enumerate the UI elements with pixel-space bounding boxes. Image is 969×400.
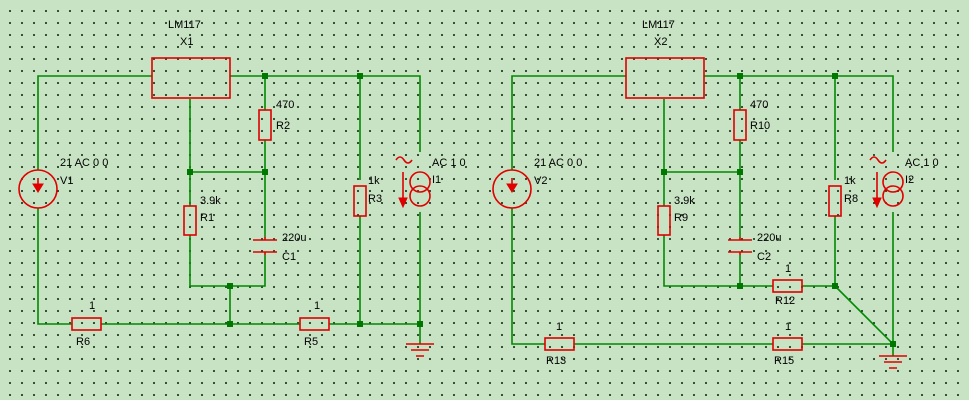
regulator-ref-label: X2 [654,36,667,48]
resistor-value-label: 1 [314,300,320,312]
resistor-ref-label: R8 [844,193,858,205]
junction-node [357,321,363,327]
resistor-value-label: 470 [276,99,294,111]
capacitor-c1[interactable]: 220u C1 [253,232,306,263]
voltage-source-v2[interactable]: 21 AC 0 0 V2 [492,157,582,209]
circuit-2-wires [511,75,894,356]
source-value-label: AC 1 0 [432,157,466,169]
capacitor-value-label: 220u [282,232,306,244]
source-ref-label: V2 [534,175,547,187]
current-source-i1[interactable]: AC 1 0 I1 [395,156,466,209]
resistor-r10[interactable]: 470 R10 [733,99,770,141]
resistor-value-label: 1 [89,300,95,312]
resistor-ref-label: R13 [546,355,566,367]
resistor-r2[interactable]: 470 R2 [258,99,294,141]
capacitor-ref-label: C1 [282,251,296,263]
source-value-label: AC 1 0 [905,157,939,169]
resistor-value-label: 3.9k [200,195,221,207]
regulator-x1[interactable]: LM117 X1 [151,19,231,99]
resistor-ref-label: R2 [276,120,290,132]
resistor-ref-label: R3 [368,193,382,205]
resistor-value-label: 3.9k [674,195,695,207]
capacitor-value-label: 220u [757,232,781,244]
resistor-r12[interactable]: 1 R12 [772,263,803,307]
resistor-value-label: 470 [750,99,768,111]
resistor-ref-label: R6 [76,336,90,348]
resistor-ref-label: R10 [750,120,770,132]
junction-node [417,321,423,327]
regulator-ref-label: X1 [180,36,193,48]
resistor-ref-label: R12 [775,295,795,307]
junction-node [890,341,896,347]
junction-node [262,169,268,175]
resistor-r5[interactable]: 1 R5 [299,300,330,348]
junction-node [187,169,193,175]
source-ref-label: I2 [905,174,914,186]
ground-icon [406,343,434,357]
current-source-i2[interactable]: AC 1 0 I2 [869,156,939,209]
resistor-r1[interactable]: 3.9k R1 [183,195,221,236]
resistor-r15[interactable]: 1 R15 [772,321,803,367]
resistor-value-label: 1k [368,175,380,187]
source-ref-label: I1 [432,174,441,186]
junction-node [661,169,667,175]
junction-node [227,321,233,327]
circuit-2: LM117 X2 21 AC 0 0 V2 470 R10 3.9k R9 22… [492,19,939,369]
capacitor-ref-label: C2 [757,251,771,263]
regulator-model-label: LM117 [642,19,675,31]
junction-node [262,73,268,79]
source-ref-label: V1 [60,175,73,187]
resistor-ref-label: R5 [304,336,318,348]
resistor-r3[interactable]: 1k R3 [353,175,382,217]
source-value-label: 21 AC 0 0 [60,157,108,169]
resistor-r9[interactable]: 3.9k R9 [657,195,695,236]
resistor-ref-label: R15 [774,355,794,367]
junction-node [737,283,743,289]
resistor-ref-label: R9 [674,212,688,224]
capacitor-c2[interactable]: 220u C2 [728,232,781,263]
junction-node [357,73,363,79]
voltage-source-v1[interactable]: 21 AC 0 0 V1 [18,157,108,209]
circuit-1-wires [37,75,421,344]
resistor-value-label: 1k [844,175,856,187]
ground-icon [879,355,907,369]
junction-node [737,169,743,175]
regulator-model-label: LM117 [168,19,201,31]
circuit-1: LM117 X1 21 AC 0 0 V1 470 R2 3.9k R1 220… [18,19,466,357]
circuit-1-nodes [187,73,423,327]
resistor-value-label: 1 [785,321,791,333]
junction-node [737,73,743,79]
circuit-2-nodes [661,73,896,347]
source-value-label: 21 AC 0 0 [534,157,582,169]
resistor-r6[interactable]: 1 R6 [71,300,102,348]
resistor-r8[interactable]: 1k R8 [828,175,858,217]
resistor-r13[interactable]: 1 R13 [544,321,575,367]
junction-node [832,283,838,289]
regulator-x2[interactable]: LM117 X2 [625,19,705,99]
resistor-ref-label: R1 [200,212,214,224]
junction-node [227,283,233,289]
junction-node [832,73,838,79]
resistor-value-label: 1 [785,263,791,275]
resistor-value-label: 1 [556,321,562,333]
